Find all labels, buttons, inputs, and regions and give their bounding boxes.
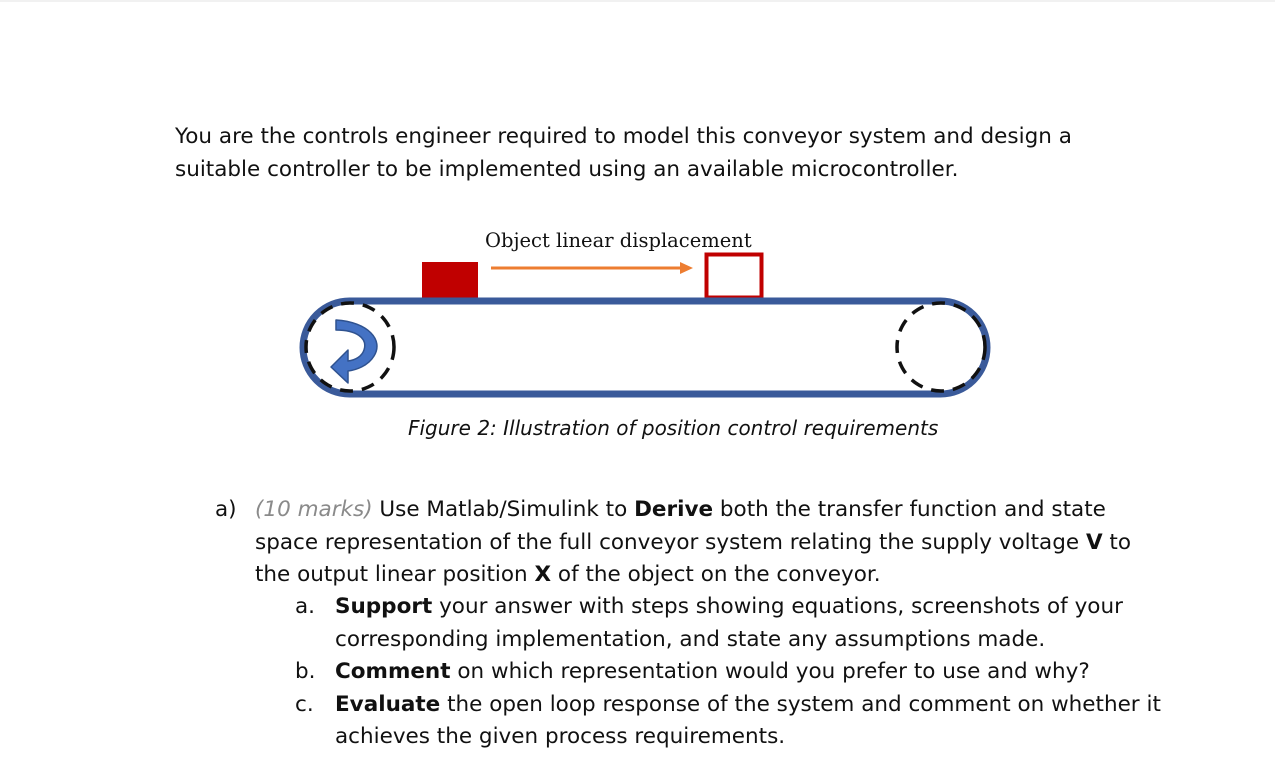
left-roller (304, 301, 396, 393)
sub-line-2: corresponding implementation, and state … (335, 626, 1046, 652)
question-a-line-2a: space representation of the full conveyo… (255, 529, 1086, 555)
intro-line-2: suitable controller to be implemented us… (175, 157, 959, 182)
conveyor-belt (299, 297, 991, 398)
question-a-text-1: Use Matlab/Simulink to (372, 497, 635, 522)
sub-question-c: c. Evaluate the open loop response of th… (295, 689, 1175, 754)
question-a-body: (10 marks) Use Matlab/Simulink to Derive… (255, 494, 1155, 592)
right-roller (895, 301, 987, 393)
question-a-text-2: both the transfer function and state (713, 497, 1106, 522)
sub-label: c. (295, 691, 314, 717)
sub-line-2: achieves the given process requirements. (335, 724, 786, 749)
sub-line-1: on which representation would you prefer… (450, 659, 1090, 684)
marks-label: (10 marks) (255, 497, 373, 522)
bold-derive: Derive (634, 497, 714, 522)
figure-caption: Figure 2: Illustration of position contr… (408, 416, 939, 440)
arrow-label: Object linear displacement (485, 229, 752, 252)
sub-line-1: your answer with steps showing equations… (432, 594, 1123, 619)
sub-question-a: a. Support your answer with steps showin… (295, 591, 1175, 656)
sub-question-b: b. Comment on which representation would… (295, 656, 1175, 689)
rotation-arrow-icon (330, 319, 378, 384)
question-a-line-3a: the output linear position (255, 562, 535, 587)
bold-x: X (534, 562, 552, 587)
displacement-arrow (491, 262, 693, 274)
question-a-label: a) (215, 497, 237, 522)
page-top-edge (0, 0, 1275, 2)
sub-bold: Support (335, 594, 433, 619)
sub-line-1: the open loop response of the system and… (440, 691, 1161, 717)
sub-label: a. (295, 594, 316, 619)
object-target-position (704, 252, 764, 300)
intro-paragraph: You are the controls engineer required t… (175, 120, 1135, 186)
sub-bold: Evaluate (335, 691, 441, 717)
question-a-line-2b: to (1102, 529, 1131, 555)
object-start-position (422, 262, 478, 298)
bold-v: V (1085, 529, 1103, 555)
sub-question-list: a. Support your answer with steps showin… (295, 591, 1175, 754)
question-a-line-3b: of the object on the conveyor. (551, 562, 881, 587)
sub-bold: Comment (335, 659, 451, 684)
sub-label: b. (295, 659, 316, 684)
intro-line-1: You are the controls engineer required t… (175, 124, 1072, 149)
